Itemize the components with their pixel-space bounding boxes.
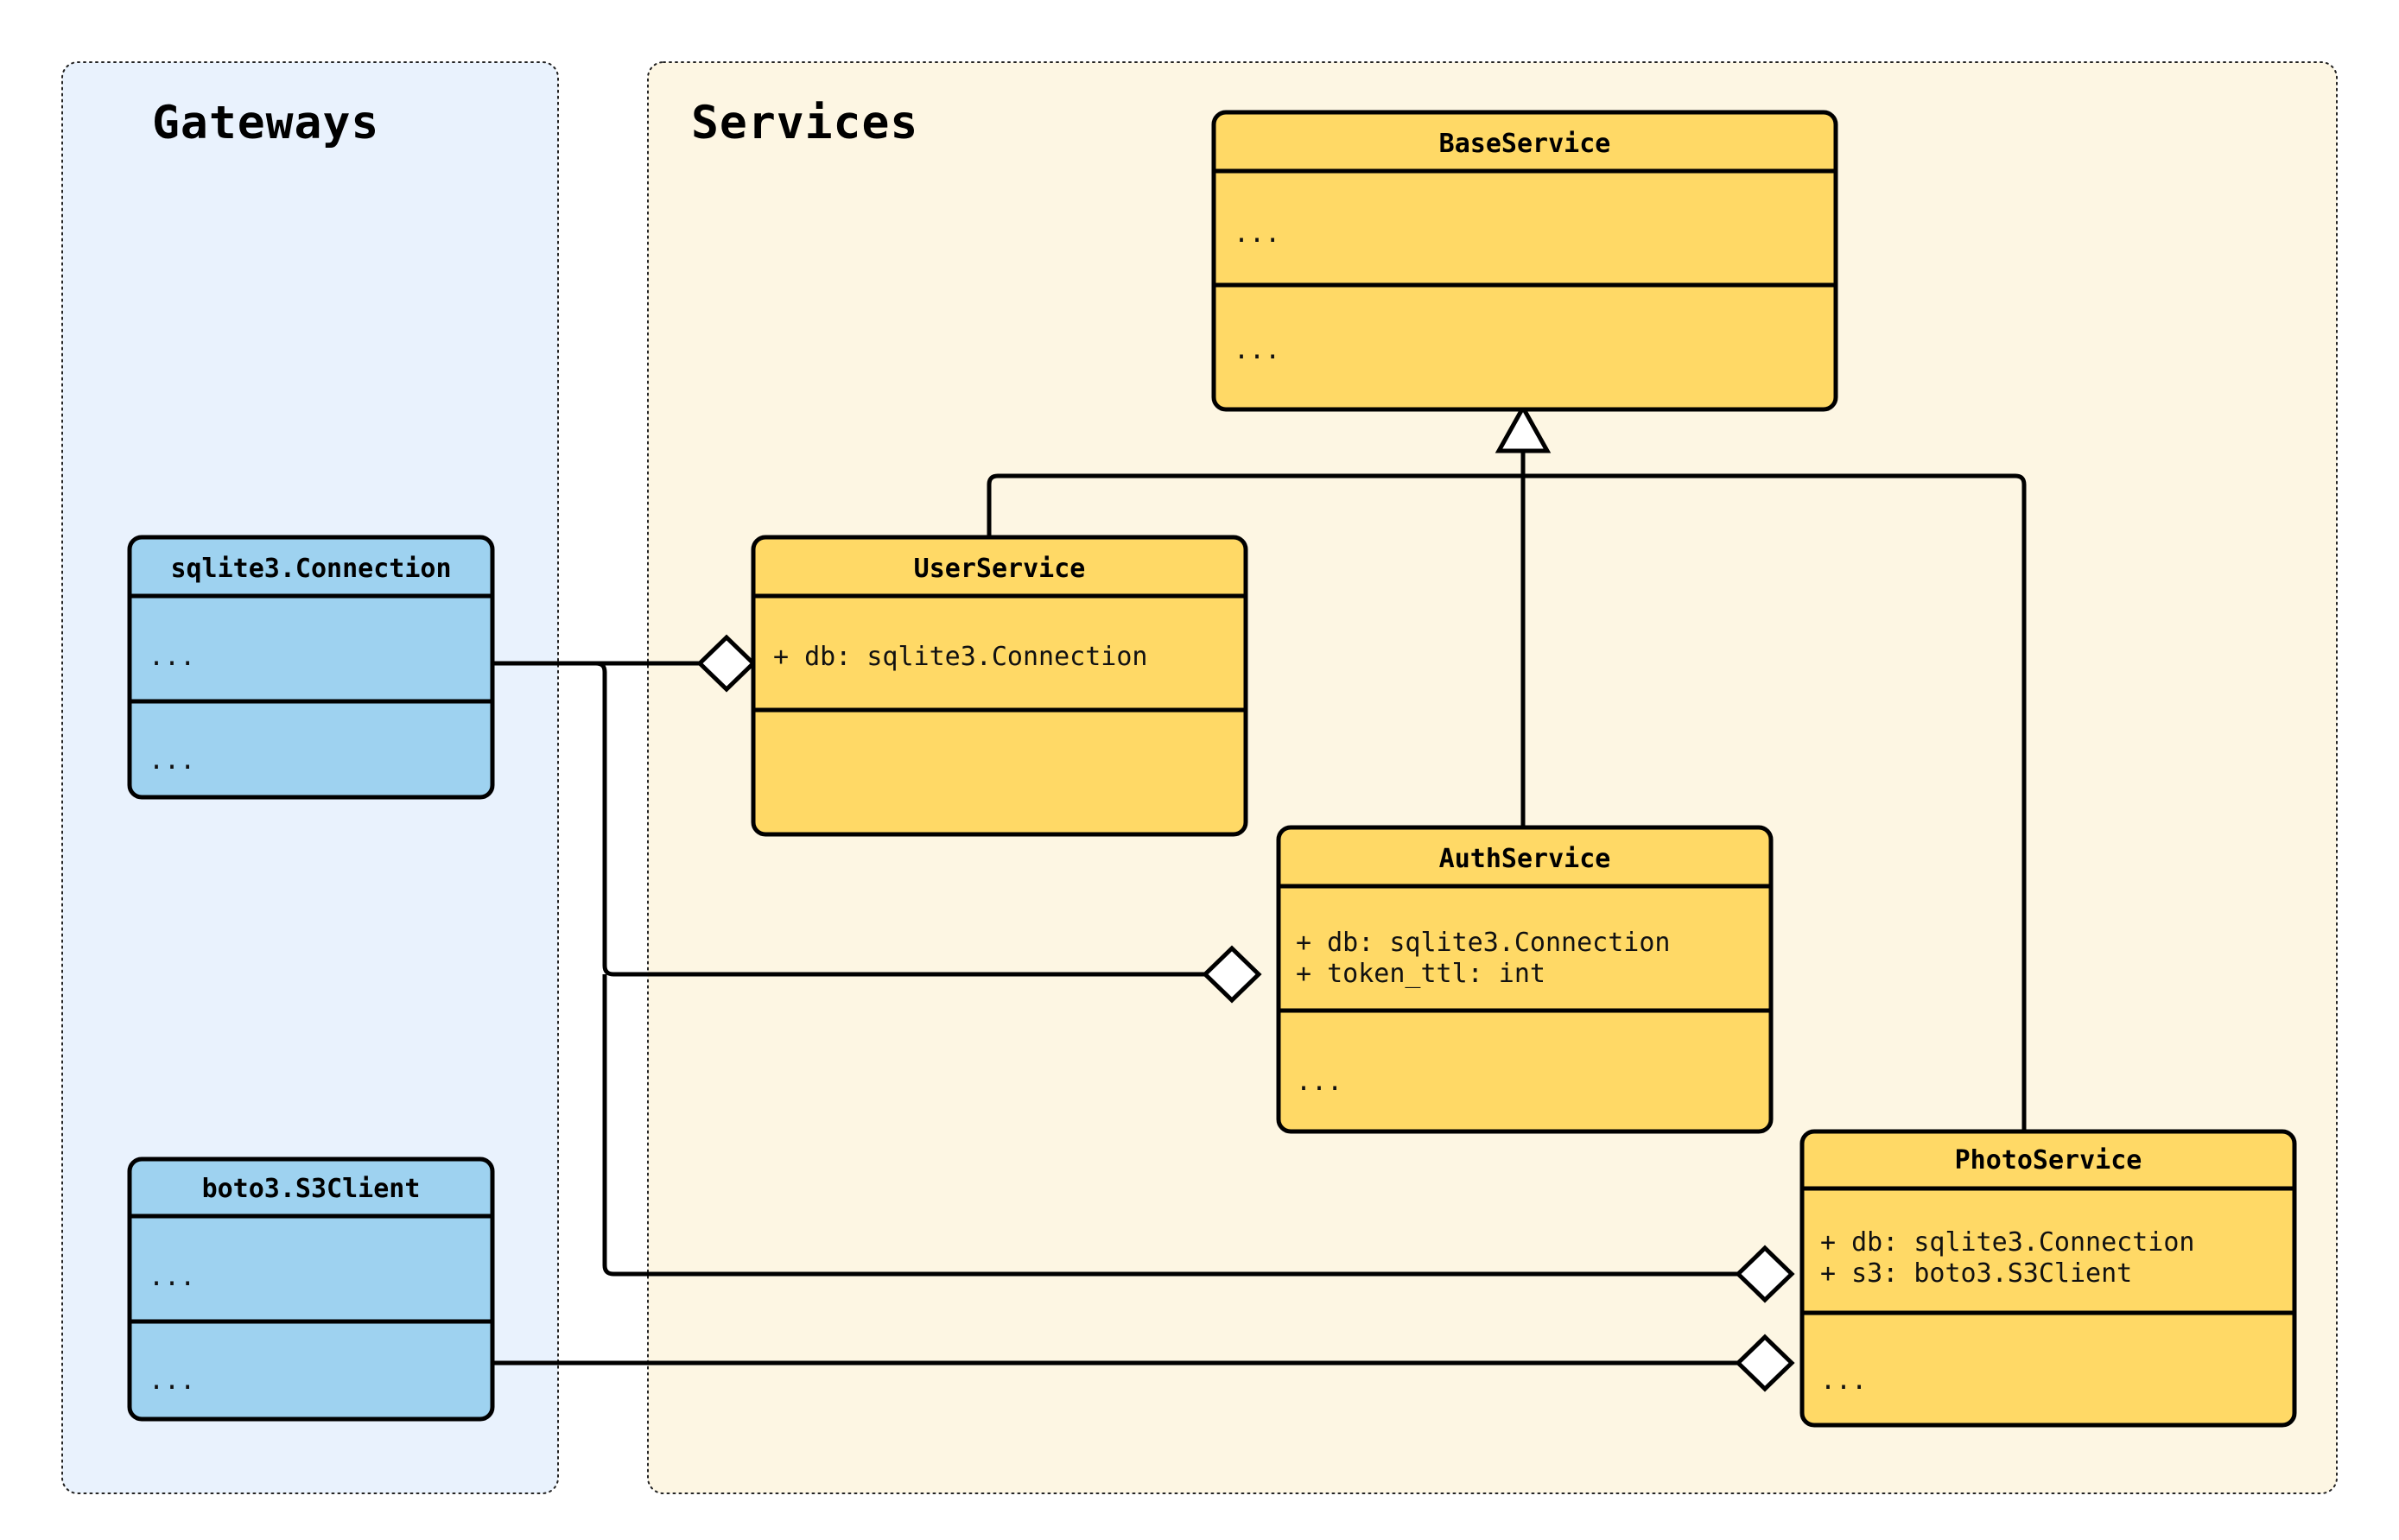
- class-sqlite-connection[interactable]: sqlite3.Connection ... ...: [127, 535, 495, 800]
- class-base-service[interactable]: BaseService ... ...: [1211, 110, 1838, 412]
- class-base-service-name: BaseService: [1439, 129, 1611, 159]
- edge-photo-to-base: [2015, 473, 2027, 1131]
- class-photo-service-attr-0: + db: sqlite3.Connection: [1820, 1227, 2194, 1258]
- class-base-service-attr-0: ...: [1234, 219, 1280, 249]
- package-services-title: Services: [691, 97, 918, 149]
- class-photo-service-name: PhotoService: [1955, 1145, 2142, 1176]
- class-base-service-method-0: ...: [1234, 335, 1280, 365]
- class-s3-client-name: boto3.S3Client: [202, 1174, 421, 1204]
- class-auth-service[interactable]: AuthService + db: sqlite3.Connection + t…: [1276, 825, 1774, 1134]
- aggregation-diamond-user: [696, 634, 757, 693]
- edge-user-to-base: [987, 473, 999, 537]
- class-user-service-name: UserService: [914, 554, 1086, 584]
- class-user-service-attr-0: + db: sqlite3.Connection: [773, 642, 1147, 672]
- class-sqlite-connection-method-0: ...: [149, 745, 195, 776]
- edge-sqlite-to-photo: [602, 974, 1738, 1277]
- class-auth-service-rect: [1276, 825, 1774, 1134]
- aggregation-diamond-auth: [1202, 945, 1262, 1004]
- class-sqlite-connection-rect: [127, 535, 495, 800]
- class-auth-service-attr-1: + token_ttl: int: [1296, 959, 1545, 989]
- class-s3-client-rect: [127, 1157, 495, 1422]
- class-s3-client-method-0: ...: [149, 1366, 195, 1396]
- package-gateways-title: Gateways: [152, 97, 379, 149]
- class-sqlite-connection-name: sqlite3.Connection: [170, 554, 451, 584]
- class-photo-service-attr-1: + s3: boto3.S3Client: [1820, 1258, 2132, 1289]
- class-photo-service-method-0: ...: [1820, 1366, 1867, 1396]
- class-sqlite-connection-attr-0: ...: [149, 642, 195, 672]
- class-base-service-rect: [1211, 110, 1838, 412]
- class-photo-service[interactable]: PhotoService + db: sqlite3.Connection + …: [1799, 1129, 2297, 1428]
- class-s3-client-attr-0: ...: [149, 1262, 195, 1292]
- edge-sqlite-auth-line: [492, 661, 1205, 977]
- class-photo-service-rect: [1799, 1129, 2297, 1428]
- class-auth-service-attr-0: + db: sqlite3.Connection: [1296, 928, 1670, 958]
- class-auth-service-name: AuthService: [1439, 844, 1611, 874]
- inheritance-triangle-marker: [1495, 402, 1552, 453]
- edge-inheritance-bus: [987, 449, 2027, 1131]
- aggregation-diamond-photo-db: [1735, 1245, 1795, 1303]
- class-auth-service-method-0: ...: [1296, 1067, 1342, 1097]
- class-user-service[interactable]: UserService + db: sqlite3.Connection: [751, 535, 1248, 837]
- edge-sqlite-to-auth: [492, 661, 1205, 977]
- aggregation-diamond-photo-s3: [1735, 1334, 1795, 1392]
- edge-sqlite-photo-line: [602, 974, 1738, 1277]
- class-s3-client[interactable]: boto3.S3Client ... ...: [127, 1157, 495, 1422]
- class-user-service-rect: [751, 535, 1248, 837]
